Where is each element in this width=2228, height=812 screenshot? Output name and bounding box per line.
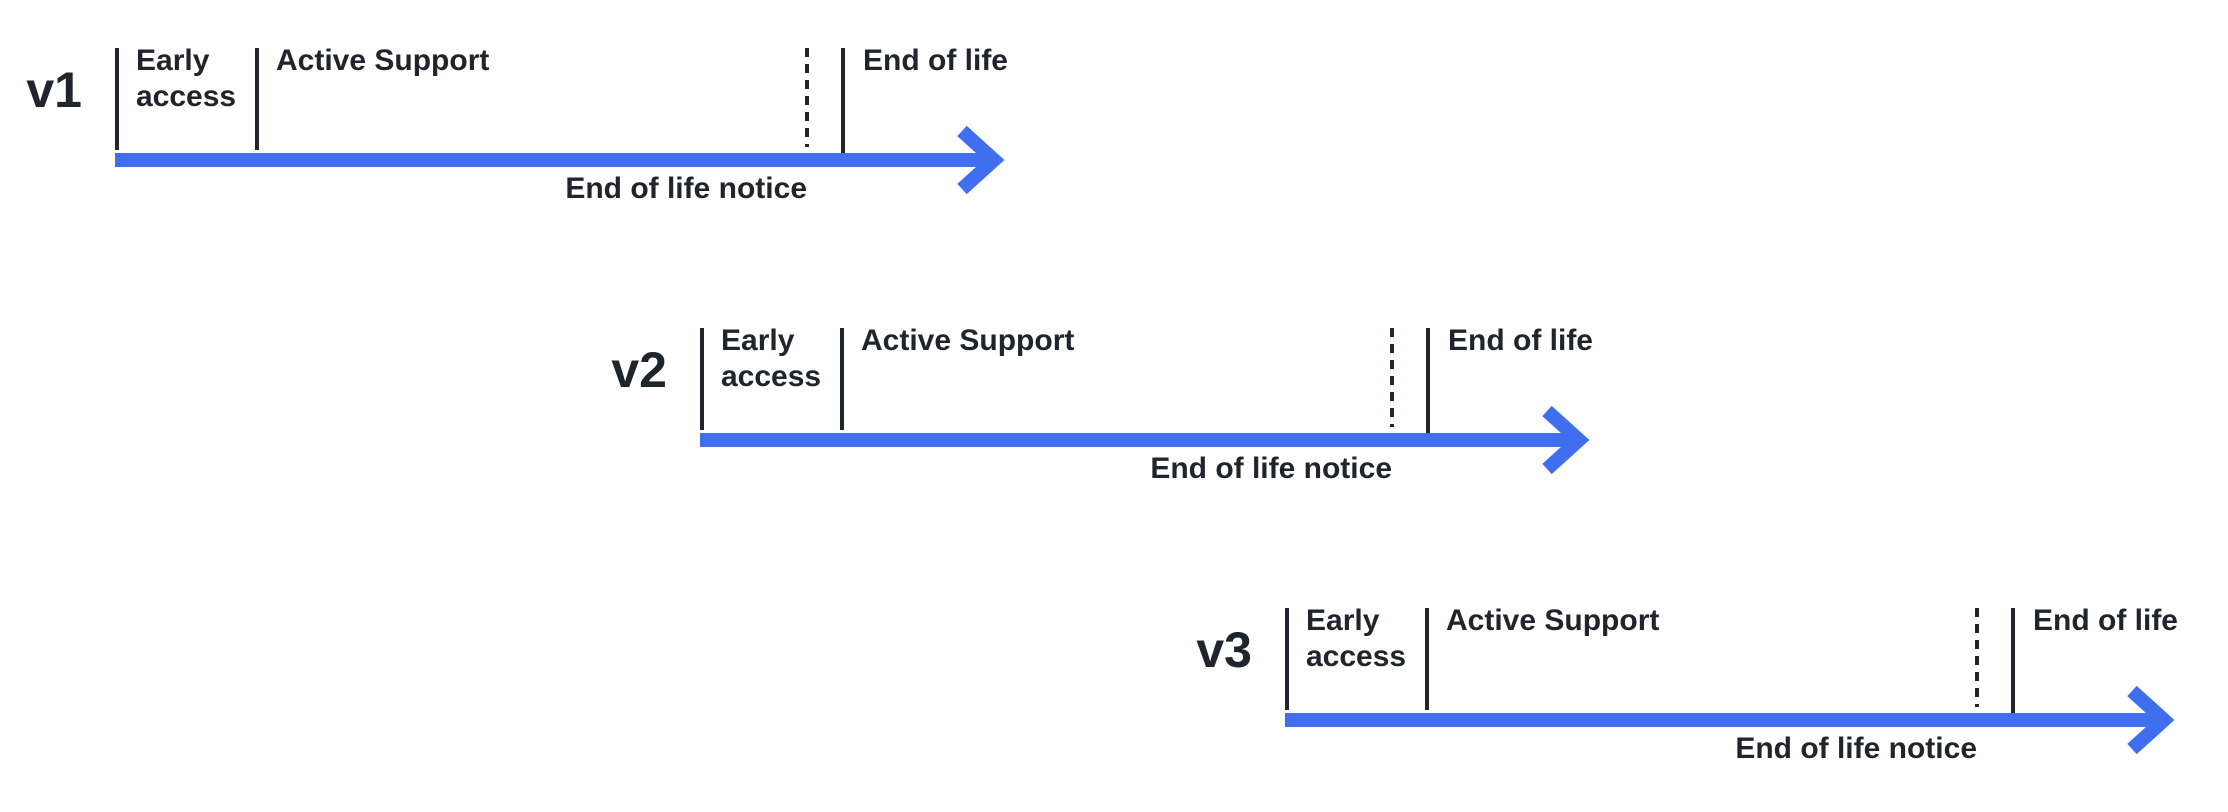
early-access-label: Early access <box>1306 604 1407 673</box>
version-label: v3 <box>1196 622 1252 678</box>
active-support-start-tick <box>1425 608 1429 710</box>
arrow-right-icon <box>957 125 1005 195</box>
active-support-start-tick <box>255 48 259 150</box>
version-label: v1 <box>26 62 82 118</box>
active-support-label: Active Support <box>861 324 1075 357</box>
end-of-life-notice-label: End of life notice <box>1735 732 1977 765</box>
end-of-life-notice-label: End of life notice <box>565 172 807 205</box>
arrow-right-icon <box>1542 405 1590 475</box>
timeline-bar <box>700 433 1575 447</box>
end-of-life-tick <box>841 48 845 153</box>
end-of-life-tick <box>2011 608 2015 713</box>
end-of-life-label: End of life <box>2033 604 2178 637</box>
version-label: v2 <box>611 342 667 398</box>
early-access-label: Early access <box>136 44 237 113</box>
early-access-label: Early access <box>721 324 822 393</box>
active-support-label: Active Support <box>1446 604 1660 637</box>
early-access-start-tick <box>700 328 704 430</box>
end-of-life-notice-label: End of life notice <box>1150 452 1392 485</box>
end-of-life-tick <box>1426 328 1430 433</box>
end-of-life-notice-tick <box>1975 608 1979 707</box>
active-support-start-tick <box>840 328 844 430</box>
timeline-v3: v3 Early access Active Support End of li… <box>1170 580 2190 790</box>
end-of-life-label: End of life <box>1448 324 1593 357</box>
timeline-v1: v1 Early access Active Support End of li… <box>0 20 1020 230</box>
end-of-life-notice-tick <box>805 48 809 147</box>
end-of-life-notice-tick <box>1390 328 1394 427</box>
end-of-life-label: End of life <box>863 44 1008 77</box>
active-support-label: Active Support <box>276 44 490 77</box>
arrow-right-icon <box>2127 685 2175 755</box>
early-access-start-tick <box>115 48 119 150</box>
early-access-start-tick <box>1285 608 1289 710</box>
timeline-bar <box>1285 713 2160 727</box>
timeline-bar <box>115 153 990 167</box>
timeline-v2: v2 Early access Active Support End of li… <box>585 300 1605 510</box>
